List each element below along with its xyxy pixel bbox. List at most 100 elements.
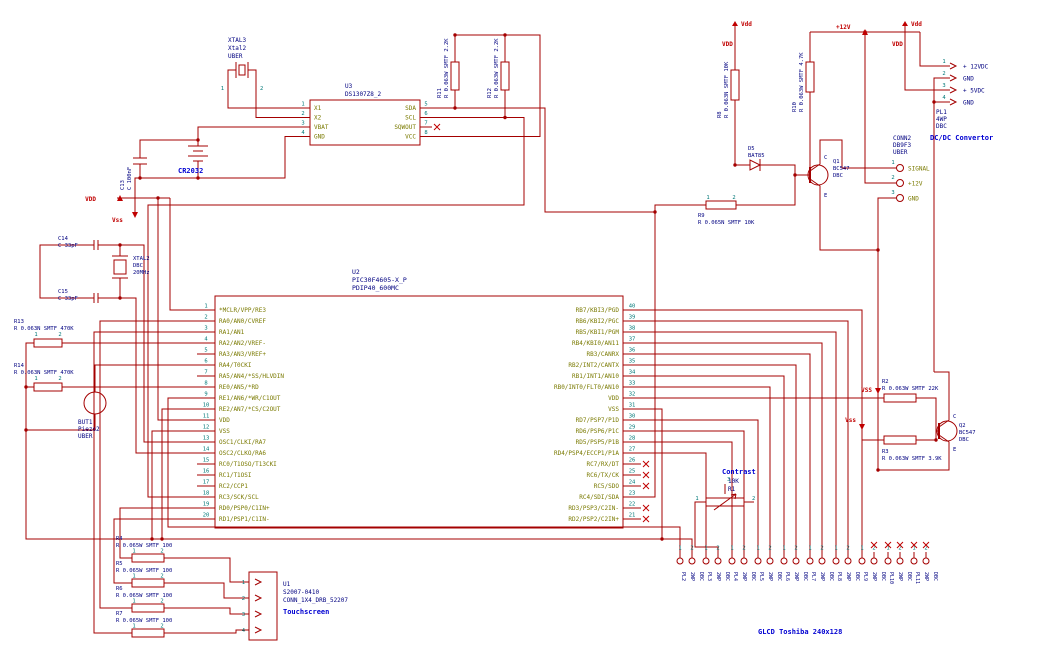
bus-wire[interactable] (641, 441, 733, 558)
mcu-chip[interactable]: U2 PIC30F4605-X_P PDIP40_600MC 1*MCLR/VP… (197, 268, 650, 529)
pot-body[interactable] (705, 497, 745, 507)
mcu-body[interactable] (214, 295, 624, 529)
connector-pin[interactable] (844, 557, 852, 565)
wire-segments[interactable] (25, 26, 950, 634)
connector-pin[interactable] (896, 164, 904, 172)
resistor-body[interactable] (450, 61, 460, 91)
resistor-body[interactable] (500, 61, 510, 91)
diode-triangle[interactable] (749, 159, 762, 171)
connector-pin[interactable] (676, 557, 684, 565)
connector-pin[interactable] (870, 557, 878, 565)
resistor-r8[interactable]: R8 R 0.063N SMTF 10K (717, 61, 740, 118)
resistor-r13[interactable]: R13 R 0.063N SMTF 470K 1 2 (14, 319, 74, 348)
capacitor-plates[interactable] (93, 293, 99, 303)
bus-wire[interactable] (641, 430, 745, 558)
resistor-r9[interactable]: 1 2 R9 R 0.065N SMTF 10K (698, 195, 755, 226)
bus-wire[interactable] (641, 309, 863, 558)
connector-pin[interactable] (832, 557, 840, 565)
crystal-body[interactable] (113, 259, 127, 275)
connector-pin[interactable] (780, 557, 788, 565)
connector-pin[interactable] (254, 594, 263, 602)
connector-pin[interactable] (766, 557, 774, 565)
bus-wire[interactable] (641, 452, 707, 558)
connector-pin[interactable] (949, 98, 958, 106)
transistor-q1[interactable]: C E Q1 BC547 DBC (807, 155, 850, 199)
resistor-body[interactable] (33, 382, 63, 392)
connector-pin[interactable] (688, 557, 696, 565)
connector-pin[interactable] (896, 179, 904, 187)
resistor-body[interactable] (730, 69, 740, 101)
connector-pin[interactable] (818, 557, 826, 565)
resistor-r10[interactable]: R10 R 0.063W SMTF 4.7K (792, 52, 815, 112)
battery-plates[interactable] (188, 145, 208, 162)
transistor-body[interactable] (936, 420, 958, 442)
battery-cr2032[interactable]: CR2032 (178, 145, 208, 175)
capacitor-c14[interactable]: C14 C 33pF (58, 236, 99, 250)
connector-pin[interactable] (740, 557, 748, 565)
resistor-body[interactable] (131, 603, 165, 613)
touch-connector-body[interactable] (248, 571, 278, 641)
resistor-r14[interactable]: R14 R 0.063N SMTF 470K 1 2 (14, 363, 74, 392)
connector-pin[interactable] (806, 557, 814, 565)
resistor-body[interactable] (131, 553, 165, 563)
rtc-chip-body[interactable] (309, 99, 421, 146)
bus-wire[interactable] (641, 419, 759, 558)
buzzer-but1[interactable]: BUT1 Piezo2 UBER (78, 391, 107, 440)
bus-wire[interactable] (641, 386, 771, 558)
resistor-body[interactable] (131, 578, 165, 588)
bus-wire[interactable] (641, 364, 797, 558)
connector-pin[interactable] (254, 626, 263, 634)
crystal-body[interactable] (238, 64, 246, 76)
capacitor-c15[interactable]: C15 C 33pF (58, 289, 99, 303)
bus-wire[interactable] (641, 375, 785, 558)
diode-d5[interactable]: D5 BAT85 (748, 146, 765, 171)
bus-wire[interactable] (641, 331, 837, 558)
connector-pin[interactable] (949, 62, 958, 70)
resistor-body[interactable] (131, 628, 165, 638)
capacitor-plates[interactable] (133, 157, 147, 165)
connector-pin[interactable] (254, 610, 263, 618)
connector-pin[interactable] (728, 557, 736, 565)
resistor-r11[interactable]: R11 R 0.063W SMTF 2.2K (437, 38, 460, 98)
connector-pin[interactable] (858, 557, 866, 565)
transistor-q2[interactable]: C E Q2 BC547 DBC (936, 414, 976, 453)
capacitor-plates[interactable] (93, 240, 99, 250)
connector-pin[interactable] (714, 557, 722, 565)
connector-pin[interactable] (754, 557, 762, 565)
bus-wire[interactable] (641, 342, 823, 558)
resistor-body[interactable] (805, 61, 815, 93)
buzzer-body[interactable] (83, 391, 107, 415)
rtc-chip[interactable]: U3 DS1307Z8_2 1X12X23VBAT4GND5SDA6SCL7SQ… (298, 83, 441, 146)
bus-wire[interactable] (641, 320, 849, 558)
crystal-xtal2[interactable]: XTAL2 DBC 20MHz (112, 255, 150, 279)
connector-pin[interactable] (702, 557, 710, 565)
resistor-body[interactable] (33, 338, 63, 348)
resistor-r2[interactable]: R2 R 0.063W SMTF 22K (882, 379, 939, 403)
resistor-body[interactable] (883, 393, 917, 403)
connector-pin[interactable] (896, 194, 904, 202)
connector-pin[interactable] (884, 557, 892, 565)
connector-pin[interactable] (792, 557, 800, 565)
crystal-xtal3[interactable]: 1 2 XTAL3 Xtal2 UBER (221, 37, 264, 92)
connector-pin[interactable] (896, 557, 904, 565)
connector-pin[interactable] (949, 86, 958, 94)
connector-pin[interactable] (949, 74, 958, 82)
connector-pin[interactable] (910, 557, 918, 565)
resistor-body[interactable] (705, 200, 737, 210)
transistor-body[interactable] (807, 164, 829, 186)
capacitor-c13[interactable]: C13 C 100nF (120, 157, 147, 190)
power-up-icon (902, 21, 908, 26)
resistor-r3[interactable]: R3 R 0.063W SMTF 3.9K (882, 435, 942, 462)
resistor-r12[interactable]: R12 R 0.063W SMTF 2.2K (487, 38, 510, 98)
connector-pin[interactable] (254, 578, 263, 586)
contrast-pot[interactable]: 1 2 3 Contrast 10K R1 (695, 468, 756, 511)
bus-wire[interactable] (641, 353, 811, 558)
resistor-body[interactable] (883, 435, 917, 445)
connector-pin[interactable] (922, 557, 930, 565)
